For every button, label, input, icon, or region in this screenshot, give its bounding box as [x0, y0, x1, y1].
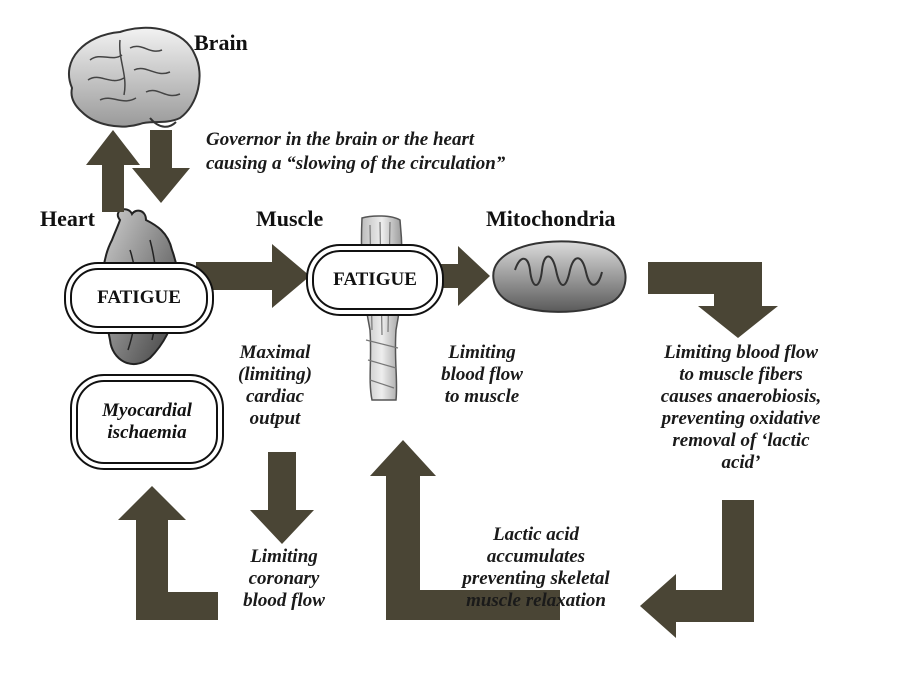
anaerobiosis-note: Limiting blood flow to muscle fibers cau…	[660, 342, 822, 473]
arrow-muscle-to-mitochondria	[436, 246, 490, 306]
governor-text: Governor in the brain or the heart causi…	[206, 128, 505, 176]
arrows	[86, 130, 778, 638]
lactic-acid-note: Lactic acid accumulates preventing skele…	[462, 524, 610, 611]
mitochondria-illustration	[492, 240, 627, 313]
arrow-brain-to-heart	[132, 130, 190, 203]
governor-line-2: causing a “slowing of the circulation”	[206, 153, 506, 174]
heart-fatigue-text: FATIGUE	[97, 287, 181, 308]
arrow-lactic-return	[640, 500, 754, 638]
brain-illustration	[67, 26, 201, 128]
mitochondria-label: Mitochondria	[486, 206, 616, 231]
coronary-flow-note: Limiting coronary blood flow	[243, 546, 325, 611]
arrow-mitochondria-down	[648, 262, 778, 338]
brain-label: Brain	[194, 30, 248, 55]
myocardial-ischaemia-box: Myocardial ischaemia	[70, 374, 224, 470]
governor-line-1: Governor in the brain or the heart	[206, 129, 475, 150]
cardiac-output-note: Maximal (limiting) cardiac output	[238, 342, 312, 429]
arrow-to-myocardial-up	[118, 486, 218, 620]
arrow-heart-to-muscle	[196, 244, 310, 308]
muscle-fatigue-text: FATIGUE	[333, 269, 417, 290]
heart-label: Heart	[40, 206, 95, 231]
muscle-fatigue-box: FATIGUE	[306, 244, 444, 316]
limiting-muscle-flow-note: Limiting blood flow to muscle	[441, 342, 523, 407]
arrow-cardiac-output-down	[250, 452, 314, 544]
arrow-heart-to-brain	[86, 130, 140, 212]
arrow-to-muscle-up	[370, 440, 560, 620]
myocardial-ischaemia-text: Myocardial ischaemia	[102, 400, 192, 443]
heart-fatigue-box: FATIGUE	[64, 262, 214, 334]
muscle-label: Muscle	[256, 206, 324, 231]
